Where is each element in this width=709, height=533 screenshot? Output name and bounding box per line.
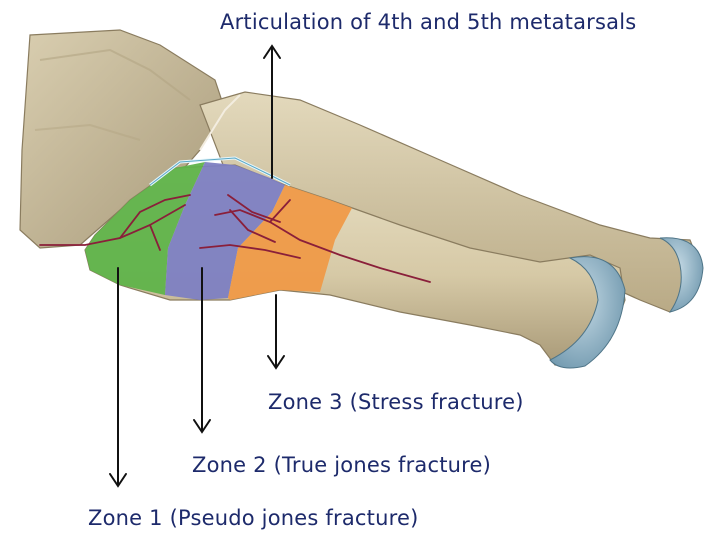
label-zone-2: Zone 2 (True jones fracture) bbox=[192, 455, 491, 476]
label-articulation: Articulation of 4th and 5th metatarsals bbox=[220, 12, 636, 33]
label-zone-3: Zone 3 (Stress fracture) bbox=[268, 392, 524, 413]
label-zone-1: Zone 1 (Pseudo jones fracture) bbox=[88, 508, 419, 529]
